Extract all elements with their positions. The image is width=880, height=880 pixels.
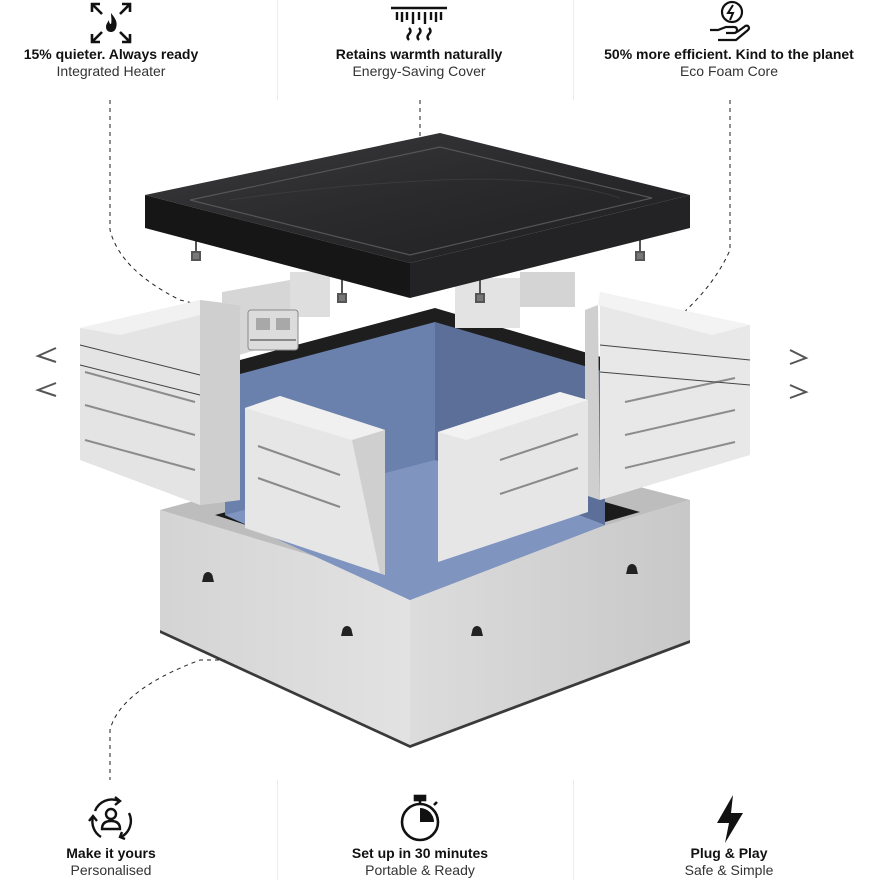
feature-title: Plug & Play	[690, 845, 768, 861]
right-panel-stack	[585, 292, 751, 500]
fire-expand-icon	[90, 2, 132, 44]
feature-energy-saving-cover: Retains warmth naturally Energy-Saving C…	[274, 0, 564, 80]
feature-eco-foam-core: 50% more efficient. Kind to the planet E…	[584, 0, 874, 80]
heater-unit	[247, 309, 299, 351]
feature-subtitle: Personalised	[70, 862, 152, 878]
feature-subtitle: Integrated Heater	[56, 63, 166, 79]
feature-title: 50% more efficient. Kind to the planet	[604, 46, 854, 62]
insulated-cover-lid	[145, 133, 690, 298]
feature-title: 15% quieter. Always ready	[23, 46, 199, 62]
feature-integrated-heater: 15% quieter. Always ready Integrated Hea…	[0, 0, 256, 80]
callout-lines	[109, 100, 731, 780]
feature-portable-ready: Set up in 30 minutes Portable & Ready	[275, 793, 565, 879]
hand-energy-icon	[710, 0, 751, 42]
feature-title: Retains warmth naturally	[335, 46, 503, 62]
left-panel-stack	[79, 300, 240, 505]
personalise-callout-line	[109, 659, 275, 780]
radiator-heat-icon	[391, 6, 447, 41]
front-left-panel	[245, 396, 385, 575]
feature-personalised: Make it yours Personalised	[0, 793, 256, 879]
top-divider-left	[277, 0, 278, 100]
feature-title: Make it yours	[66, 845, 156, 861]
lightning-bolt-icon	[717, 795, 743, 843]
bottom-divider-left	[277, 780, 278, 880]
feature-plug-and-play: Plug & Play Safe & Simple	[584, 793, 874, 879]
feature-subtitle: Safe & Simple	[684, 862, 774, 878]
top-divider-right	[573, 0, 574, 100]
feature-subtitle: Eco Foam Core	[679, 63, 779, 79]
person-cycle-icon	[88, 796, 133, 841]
stopwatch-icon	[400, 794, 440, 842]
heater-callout-line	[109, 100, 256, 319]
base-mounting-holes	[202, 564, 638, 636]
foam-callout-line	[659, 100, 731, 333]
feature-subtitle: Portable & Ready	[365, 862, 475, 878]
front-right-panel	[438, 392, 588, 562]
feature-title: Set up in 30 minutes	[351, 845, 489, 861]
side-latch-arrows	[35, 347, 809, 399]
bottom-divider-right	[573, 780, 574, 880]
feature-subtitle: Energy-Saving Cover	[352, 63, 486, 79]
